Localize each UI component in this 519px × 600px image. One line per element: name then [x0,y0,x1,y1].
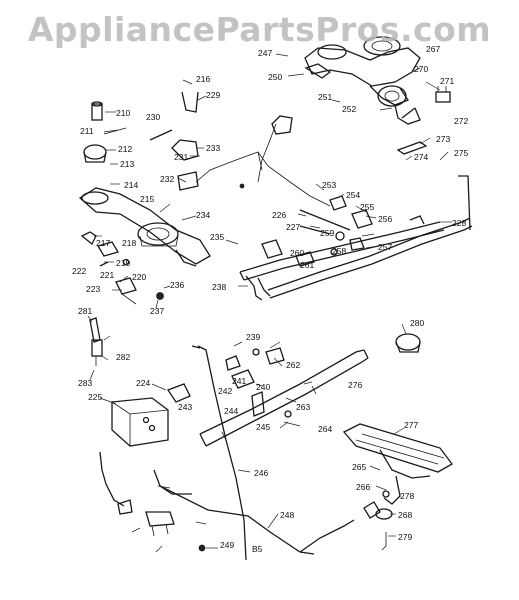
part-label-235: 235 [210,232,224,242]
part-label-242: 242 [218,386,232,396]
part-label-215: 215 [140,194,154,204]
part-label-213: 213 [120,159,134,169]
part-label-231: 231 [174,152,188,162]
part-label-257: 257 [378,242,392,252]
part-label-273: 273 [436,134,450,144]
part-label-232: 232 [160,174,174,184]
part-label-256: 256 [378,214,392,224]
part-label-271: 271 [440,76,454,86]
part-label-264: 264 [318,424,332,434]
part-label-277: 277 [404,420,418,430]
part-label-230: 230 [146,112,160,122]
part-label-267-top: 267 [426,44,440,54]
lower-manifold [167,345,369,561]
part-label-229: 229 [206,90,220,100]
valve-manifold [239,175,473,301]
part-label-255: 255 [360,202,374,212]
part-label-220: 220 [132,272,146,282]
part-label-279: 279 [398,532,412,542]
part-label-282: 282 [116,352,130,362]
middle-left-parts [89,317,169,447]
part-label-245: 245 [256,422,270,432]
part-label-239: 239 [246,332,260,342]
part-label-260: 260 [290,248,304,258]
part-label-262: 262 [286,360,300,370]
part-label-249: 249 [220,540,234,550]
part-label-224: 224 [136,378,150,388]
part-label-233: 233 [206,143,220,153]
part-label-280: 280 [410,318,424,328]
right-burner-assembly [304,36,451,155]
part-label-228: 228 [452,218,466,228]
part-label-227-top: 227 [286,222,300,232]
part-label-283: 283 [78,378,92,388]
part-label-211: 211 [80,126,94,136]
part-label-214: 214 [124,180,138,190]
part-label-b5: B5 [252,544,263,554]
part-label-250: 250 [268,72,282,82]
part-label-240: 240 [256,382,270,392]
part-label-225: 225 [88,392,102,402]
part-label-247-top: 247 [258,48,272,58]
part-label-261: 261 [300,260,314,270]
part-label-252: 252 [342,104,356,114]
part-label-222: 222 [72,266,86,276]
part-label-212: 212 [118,144,132,154]
part-label-276: 276 [348,380,362,390]
part-label-219: 219 [116,258,130,268]
part-label-274: 274 [414,152,428,162]
leader-lines [87,53,452,553]
part-label-236: 236 [170,280,184,290]
part-label-221: 221 [100,270,114,280]
part-label-241-mid: 241 [232,376,246,386]
part-label-254: 254 [346,190,360,200]
broiler-burner [342,333,453,520]
part-label-223: 223 [86,284,100,294]
part-label-281: 281 [78,306,92,316]
part-label-218: 218 [122,238,136,248]
part-label-272: 272 [454,116,468,126]
part-label-278: 278 [400,491,414,501]
gas-tubing [99,451,387,555]
part-label-234: 234 [196,210,210,220]
part-label-217: 217 [96,238,110,248]
part-label-268: 268 [398,510,412,520]
part-label-238: 238 [212,282,226,292]
part-label-253: 253 [322,180,336,190]
part-label-244: 244 [224,406,238,416]
part-label-246: 246 [254,468,268,478]
part-label-259: 259 [320,228,334,238]
left-burner-assembly [78,187,211,267]
part-label-226-top: 226 [272,210,286,220]
part-label-265: 265 [352,462,366,472]
part-label-237: 237 [150,306,164,316]
part-labels: 216 210 229 230 211 212 213 214 231 233 … [72,44,468,554]
part-label-248: 248 [280,510,294,520]
part-label-266: 266 [356,482,370,492]
part-label-251: 251 [318,92,332,102]
part-label-263: 263 [296,402,310,412]
upper-left-parts [83,91,331,207]
part-label-243: 243 [178,402,192,412]
part-label-275: 275 [454,148,468,158]
part-label-216: 216 [196,74,210,84]
part-label-258: 258 [332,246,346,256]
part-label-210: 210 [116,108,130,118]
part-label-270: 270 [414,64,428,74]
